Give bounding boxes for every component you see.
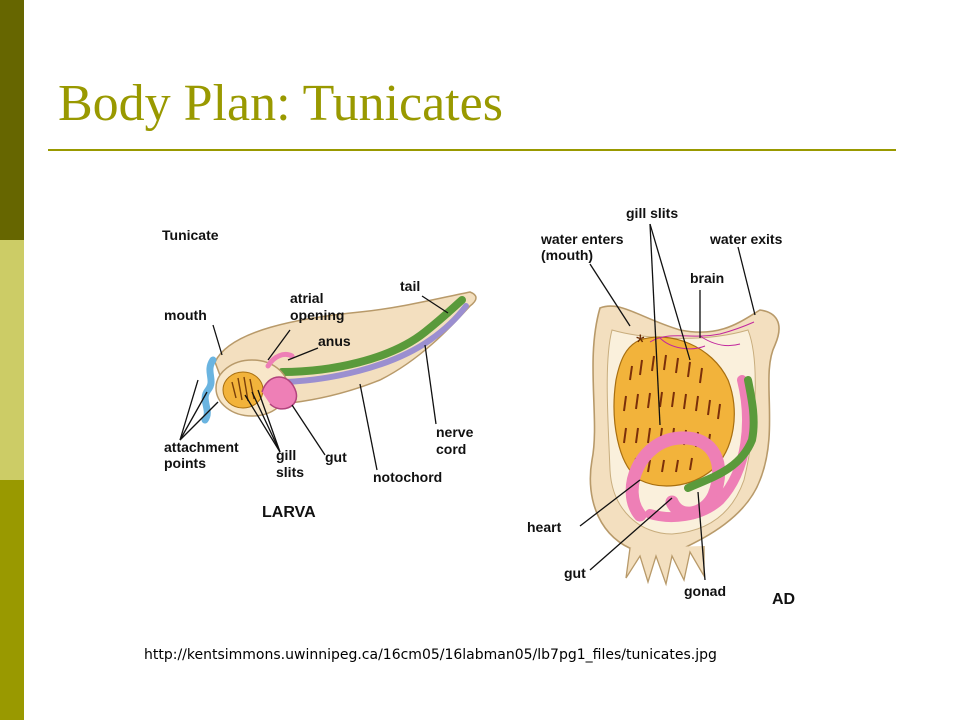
label-attachment-points: points xyxy=(164,455,206,471)
label-atrial-opening: opening xyxy=(290,307,344,323)
larva-labels: Tunicate mouth atrial opening anus tail … xyxy=(162,227,474,521)
larva-notochord xyxy=(278,296,466,376)
adult-labels: gill slits water enters (mouth) water ex… xyxy=(527,205,795,608)
label-anus: anus xyxy=(318,333,351,349)
label-tail: tail xyxy=(400,278,420,294)
label-gill-slits-adult: gill slits xyxy=(626,205,678,221)
label-adult-stage: AD xyxy=(772,591,795,608)
label-heart: heart xyxy=(527,519,562,535)
label-atrial: atrial xyxy=(290,290,323,306)
label-larva-gut: gut xyxy=(325,449,347,465)
accent-bar-top xyxy=(0,0,24,240)
larva-attachment-papillae xyxy=(201,356,217,424)
label-brain: brain xyxy=(690,270,724,286)
label-tunicate-heading: Tunicate xyxy=(162,227,219,243)
label-attachment: attachment xyxy=(164,439,239,455)
label-nerve: nerve xyxy=(436,424,474,440)
label-gill: gill xyxy=(276,447,296,463)
label-notochord: notochord xyxy=(373,469,442,485)
tunicate-diagram: Tunicate mouth atrial opening anus tail … xyxy=(162,205,795,608)
label-water-enters: water enters xyxy=(540,231,624,247)
adult-gonad xyxy=(684,376,758,492)
image-source-caption: http://kentsimmons.uwinnipeg.ca/16cm05/1… xyxy=(144,647,717,663)
label-water-exits: water exits xyxy=(709,231,783,247)
label-gill-slits: slits xyxy=(276,464,304,480)
slide-title: Body Plan: Tunicates xyxy=(58,75,503,132)
larva-nerve-cord xyxy=(282,303,469,385)
svg-text:*: * xyxy=(636,330,645,355)
accent-bar-middle xyxy=(0,240,24,480)
label-adult-gut: gut xyxy=(564,565,586,581)
accent-bar-bottom xyxy=(0,480,24,720)
title-underline xyxy=(48,149,896,151)
label-nerve-cord: cord xyxy=(436,441,466,457)
label-mouth: mouth xyxy=(164,307,207,323)
label-gonad: gonad xyxy=(684,583,726,599)
label-larva-stage: LARVA xyxy=(262,504,316,521)
label-water-enters-mouth: (mouth) xyxy=(541,247,593,263)
larva-illustration xyxy=(201,291,477,424)
adult-illustration: * xyxy=(589,305,780,587)
